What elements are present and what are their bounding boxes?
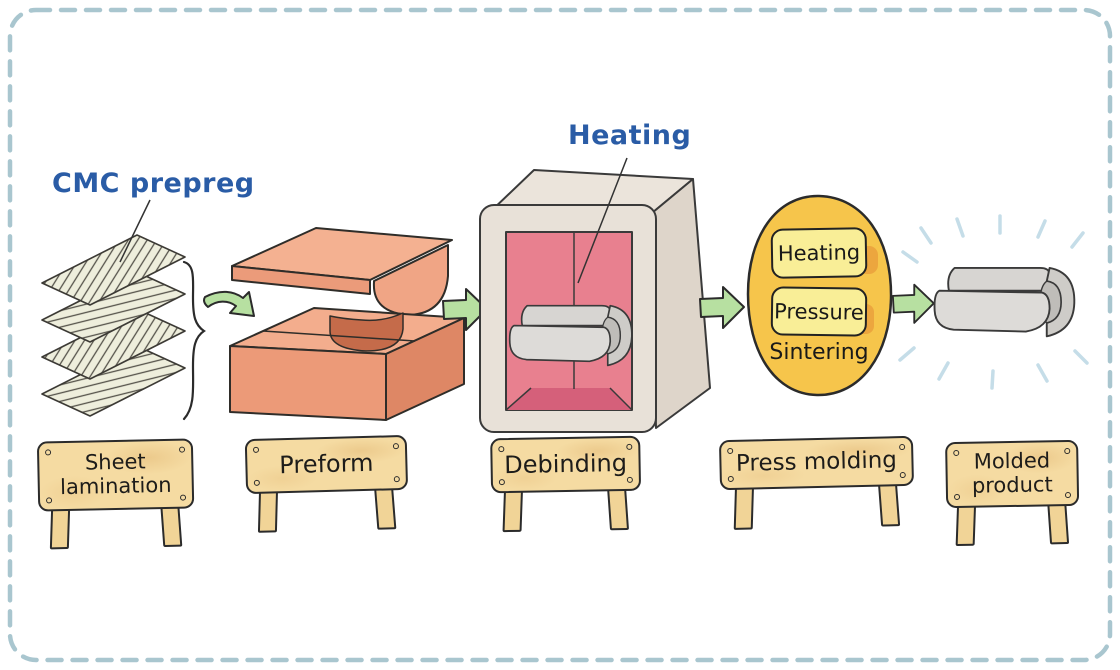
prepreg-sheet-stack	[41, 234, 186, 417]
nail-dot	[953, 493, 961, 501]
callout-heating: Heating	[568, 120, 692, 151]
nail-dot	[45, 449, 52, 456]
sign-debinding: Debinding	[490, 435, 642, 539]
nail-dot	[392, 443, 400, 450]
nail-dot	[179, 494, 187, 501]
callout-cmc-prepreg: CMC prepreg	[52, 168, 255, 199]
sign-sheet-lamination: Sheet lamination	[36, 438, 195, 553]
nail-dot	[727, 447, 734, 455]
sign-label: Molded product	[971, 448, 1053, 498]
nail-dot	[626, 443, 633, 450]
sign-board: Preform	[244, 434, 409, 495]
nail-dot	[899, 443, 906, 451]
nail-dot	[727, 475, 734, 483]
sign-label: Preform	[278, 448, 374, 480]
sign-press-molding: Press molding	[718, 435, 915, 536]
sign-label: Sheet lamination	[59, 449, 172, 500]
flow-arrow-4	[891, 283, 935, 324]
sign-board: Press molding	[718, 435, 915, 491]
mold-pair	[229, 227, 465, 421]
sign-preform: Preform	[244, 434, 410, 539]
nail-dot	[393, 476, 400, 483]
nail-dot	[1064, 491, 1072, 499]
nail-dot	[1064, 447, 1071, 455]
heating-leader-line	[577, 157, 628, 284]
nail-dot	[252, 446, 260, 453]
badge-pressure: Pressure	[770, 286, 868, 337]
badge-heating: Heating	[770, 227, 868, 279]
sign-board: Molded product	[945, 439, 1080, 509]
nail-dot	[178, 446, 186, 453]
nail-dot	[46, 497, 53, 504]
sign-label: Debinding	[504, 448, 628, 480]
nail-dot	[899, 471, 906, 479]
sign-label: Press molding	[735, 447, 898, 477]
sign-molded-product: Molded product	[945, 439, 1080, 550]
molded-product-trough	[933, 266, 1076, 338]
flow-arrow-3	[699, 286, 745, 329]
stack-brace	[182, 260, 206, 421]
nail-dot	[498, 479, 505, 486]
flow-arrow-2	[442, 288, 488, 331]
furnace	[479, 169, 711, 433]
nail-dot	[953, 449, 960, 457]
nail-dot	[626, 476, 633, 483]
sign-board: Debinding	[490, 435, 642, 494]
dashed-border	[7, 7, 1113, 663]
furnace-part-trough	[508, 304, 633, 367]
nail-dot	[498, 446, 505, 453]
prepreg-leader-line	[119, 199, 151, 263]
nail-dot	[253, 479, 260, 486]
product-sparkles	[898, 214, 1089, 390]
note-sintering: Sintering	[769, 340, 869, 365]
flow-arrow-1	[203, 290, 255, 317]
sign-board: Sheet lamination	[36, 438, 195, 512]
